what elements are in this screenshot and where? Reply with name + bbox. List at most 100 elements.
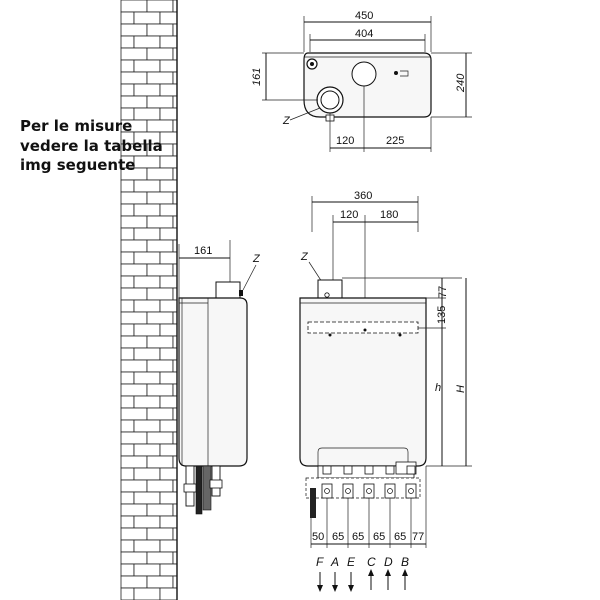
brick	[146, 551, 174, 565]
side-depth-161: 161	[194, 245, 212, 257]
brick	[146, 575, 174, 589]
brick	[159, 419, 178, 433]
brick	[133, 419, 161, 433]
brick	[133, 107, 161, 121]
brick	[146, 95, 174, 109]
brick	[120, 431, 148, 445]
note-line-2: vedere la tabella	[20, 137, 163, 155]
top-depth-240: 240	[455, 73, 467, 93]
brick	[159, 443, 178, 457]
brick	[120, 419, 135, 433]
brick	[146, 167, 174, 181]
brick	[120, 203, 135, 217]
brick	[120, 359, 148, 373]
brick	[159, 59, 178, 73]
brick	[133, 83, 161, 97]
brick	[120, 503, 148, 517]
pipe-fitting	[364, 465, 374, 475]
connection-arrow-B	[402, 569, 408, 590]
brick	[133, 251, 161, 265]
brick	[159, 539, 178, 553]
front-offset-180: 180	[380, 209, 398, 221]
brick	[120, 491, 135, 505]
top-depth-161: 161	[251, 68, 263, 86]
brick	[146, 0, 174, 13]
brick	[159, 107, 178, 121]
brick	[120, 383, 148, 397]
brick	[133, 467, 161, 481]
brick	[120, 407, 148, 421]
connection-arrow-E	[348, 572, 354, 592]
drain-pipe	[310, 488, 316, 518]
side-flue-label: Z	[252, 253, 261, 265]
brick	[120, 515, 135, 529]
brick	[159, 371, 178, 385]
note-line-3: img seguente	[20, 156, 135, 174]
connection-label-B: B	[401, 555, 409, 569]
brick	[133, 35, 161, 49]
brick	[120, 179, 135, 193]
pipe-fitting	[343, 465, 353, 475]
side-view: 161 Z	[178, 240, 261, 515]
brick	[120, 563, 135, 577]
brick	[133, 395, 161, 409]
brick	[133, 275, 161, 289]
brick	[120, 539, 135, 553]
connection-label-F: F	[316, 555, 324, 569]
top-offset-225: 225	[386, 135, 404, 147]
note-line-1: Per le misure	[20, 117, 132, 135]
connection-arrow-F	[317, 572, 323, 592]
brick	[146, 455, 174, 469]
connection-label-D: D	[384, 555, 393, 569]
brick	[133, 155, 161, 169]
bottom-spacing: 50	[312, 531, 324, 543]
brick	[146, 191, 174, 205]
front-width-360: 360	[354, 190, 372, 202]
top-offset-120: 120	[336, 135, 354, 147]
brick	[120, 299, 135, 313]
brick	[120, 311, 148, 325]
brick	[120, 215, 148, 229]
bottom-spacing: 65	[352, 531, 364, 543]
brick	[120, 71, 148, 85]
brick	[159, 563, 178, 577]
brick-wall	[120, 0, 178, 600]
brick	[120, 191, 148, 205]
brick	[133, 347, 161, 361]
brick	[120, 83, 135, 97]
brick	[159, 323, 178, 337]
brick	[146, 383, 174, 397]
brick	[120, 395, 135, 409]
brick	[120, 263, 148, 277]
brick	[159, 155, 178, 169]
brick	[146, 47, 174, 61]
brick	[159, 587, 178, 600]
brick	[146, 23, 174, 37]
brick	[120, 0, 148, 13]
brick	[120, 335, 148, 349]
front-height-H: H	[455, 385, 467, 393]
bottom-spacing: 65	[373, 531, 385, 543]
brick	[120, 239, 148, 253]
brick	[120, 47, 148, 61]
brick	[133, 299, 161, 313]
brick	[120, 275, 135, 289]
top-width-450: 450	[355, 10, 373, 22]
brick	[120, 59, 135, 73]
brick	[120, 551, 148, 565]
brick	[146, 503, 174, 517]
brick	[146, 263, 174, 277]
brick	[120, 575, 148, 589]
brick	[133, 491, 161, 505]
connection-label-E: E	[347, 555, 356, 569]
brick	[133, 587, 161, 600]
brick	[159, 251, 178, 265]
brick	[159, 515, 178, 529]
brick	[120, 347, 135, 361]
bottom-spacing: 77	[412, 531, 424, 543]
top-width-404: 404	[355, 28, 373, 40]
brick	[120, 587, 135, 600]
connection-arrow-C	[368, 569, 374, 590]
brick	[133, 515, 161, 529]
connection-label-C: C	[367, 555, 376, 569]
